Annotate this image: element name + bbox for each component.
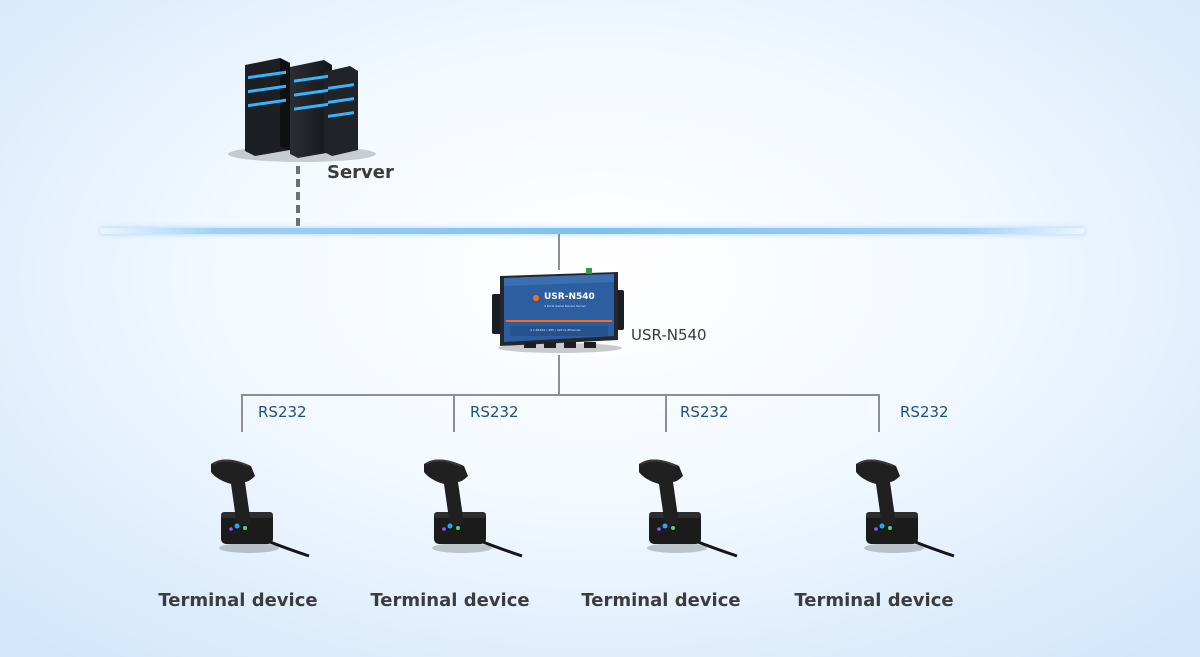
device-subtitle-text: 4 Ports Serial Device Server [544, 304, 586, 308]
device-footer-text: 4 x RS232 / 485 / 422 to Ethernet [530, 328, 581, 332]
serial-server-device-icon [492, 268, 624, 353]
branch-drop-3 [665, 394, 667, 432]
bus-to-gateway-line [558, 234, 560, 270]
barcode-scanner-icon [424, 459, 523, 558]
device-brand-text: USR-N540 [544, 292, 595, 302]
branch-drop-1 [241, 394, 243, 432]
terminal-label-3: Terminal device [581, 590, 741, 611]
terminal-device-4 [850, 452, 960, 562]
server-rack-icon [228, 58, 376, 162]
link-protocol-2: RS232 [470, 403, 519, 421]
branch-drop-2 [453, 394, 455, 432]
server-label: Server [327, 162, 394, 183]
terminal-label-1: Terminal device [158, 590, 318, 611]
terminal-label-2: Terminal device [370, 590, 530, 611]
server-node [220, 50, 380, 165]
link-protocol-3: RS232 [680, 403, 729, 421]
link-protocol-4: RS232 [900, 403, 949, 421]
network-bus [100, 228, 1085, 234]
barcode-scanner-icon [211, 459, 310, 558]
terminal-label-4: Terminal device [794, 590, 954, 611]
barcode-scanner-icon [639, 459, 738, 558]
gateway-device: USR-N540 4 Ports Serial Device Server 4 … [490, 266, 628, 356]
terminal-device-2 [418, 452, 528, 562]
server-dashed-link [296, 166, 300, 226]
terminal-device-3 [633, 452, 743, 562]
gateway-to-branch-line [558, 355, 560, 396]
gateway-label: USR-N540 [631, 326, 707, 344]
link-protocol-1: RS232 [258, 403, 307, 421]
terminal-device-1 [205, 452, 315, 562]
branch-drop-4 [878, 394, 880, 432]
branch-line [241, 394, 880, 396]
barcode-scanner-icon [856, 459, 955, 558]
